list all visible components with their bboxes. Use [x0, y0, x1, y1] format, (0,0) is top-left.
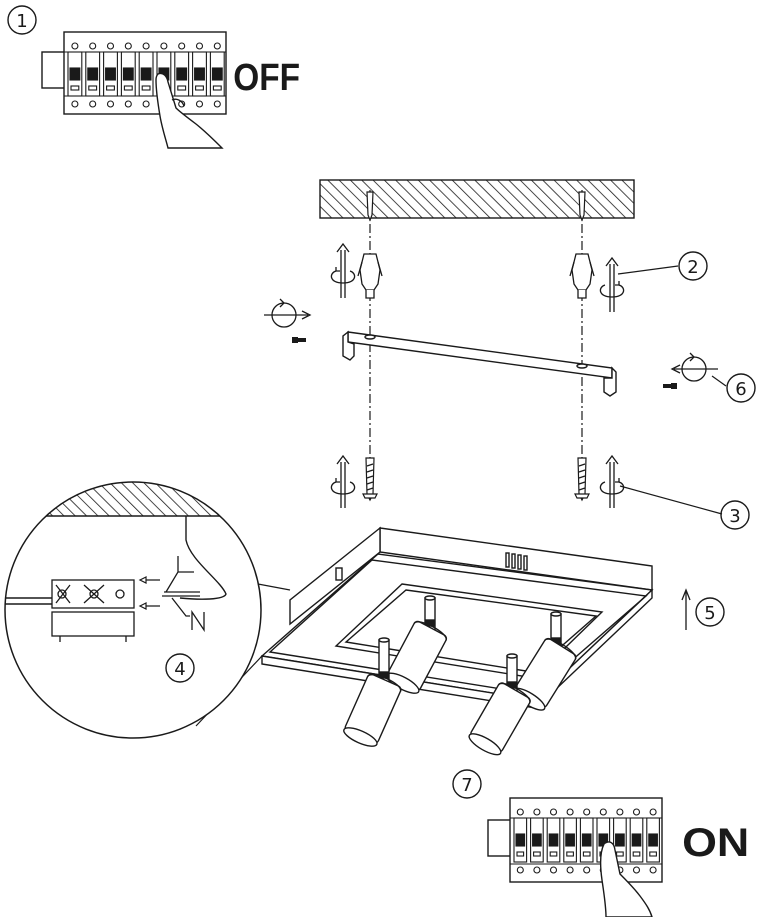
anchor-plug-icon	[357, 253, 595, 299]
step-4-badge	[165, 653, 195, 683]
step-5-number: 5	[704, 603, 715, 624]
breaker-module	[120, 42, 136, 108]
step-7-number: 7	[461, 775, 472, 796]
step-4-number: 4	[174, 659, 185, 680]
breaker-module	[174, 42, 190, 108]
step-7-group: 7 ON	[452, 769, 749, 917]
step-3-leader	[619, 485, 723, 515]
step-3-group: 3	[330, 454, 750, 530]
rotate-arrow-icon	[330, 454, 356, 508]
hand-icon	[599, 841, 653, 917]
breaker-module	[85, 42, 101, 108]
step-3-number: 3	[729, 506, 740, 527]
breaker-module	[579, 808, 594, 874]
step-3-badge	[720, 500, 750, 530]
step-7-badge	[452, 769, 482, 799]
step-5-badge	[695, 597, 725, 627]
on-label: ON	[682, 820, 749, 864]
step-6-number: 6	[735, 379, 746, 400]
breaker-module	[513, 808, 528, 874]
spotlights	[343, 595, 577, 756]
breaker-module	[192, 42, 207, 108]
breaker-panel-icon	[487, 797, 663, 883]
breaker-module	[613, 808, 627, 874]
spotlight-icon	[343, 637, 402, 747]
rotate-arrow-icon	[599, 454, 625, 508]
mounting-bracket-icon	[342, 330, 617, 397]
step-2-badge	[678, 251, 708, 281]
breaker-module	[209, 42, 225, 108]
ceiling-screws	[366, 191, 586, 222]
hand-icon	[155, 72, 224, 149]
screw-icon	[663, 383, 677, 389]
ceiling-lamp	[260, 526, 654, 710]
rotate-arrow-icon	[264, 298, 312, 328]
vent-slots	[505, 552, 528, 571]
neutral-wire-label	[171, 597, 205, 633]
step-2-group: 2	[330, 242, 708, 312]
step-2-leader	[617, 265, 679, 275]
breaker-module	[138, 42, 154, 108]
live-wire-label	[165, 556, 194, 593]
breaker-module	[629, 808, 644, 874]
screw-icon	[292, 337, 306, 343]
terminal-block	[51, 579, 135, 642]
breaker-module	[563, 808, 577, 874]
step-1-number: 1	[16, 11, 27, 32]
wire-arrows	[138, 576, 200, 610]
rotate-arrow-icon	[599, 256, 625, 312]
breaker-module	[103, 42, 118, 108]
off-label: OFF	[233, 56, 300, 98]
breaker-module	[646, 808, 660, 874]
side-screw-left	[264, 298, 312, 343]
spotlight-icon	[468, 653, 531, 756]
step-6-leader	[711, 375, 727, 387]
breaker-module	[546, 808, 561, 874]
rotate-arrow-icon	[330, 242, 625, 312]
breaker-panel-icon	[41, 31, 227, 115]
step-5-group: 5	[681, 588, 725, 630]
step-6-badge	[726, 373, 756, 403]
step-1-badge	[7, 5, 37, 35]
breaker-module	[530, 808, 544, 874]
screw-icon	[362, 457, 590, 502]
rotate-arrow-icon	[330, 242, 356, 298]
side-screw-right: 6	[663, 352, 756, 403]
breaker-module	[67, 42, 83, 108]
step-2-number: 2	[687, 257, 698, 278]
step-1-group: 1 OFF	[7, 5, 300, 149]
wiring-detail: L N 4	[4, 481, 291, 739]
spotlight-icon	[385, 595, 448, 694]
rotate-arrow-icon	[670, 352, 718, 382]
